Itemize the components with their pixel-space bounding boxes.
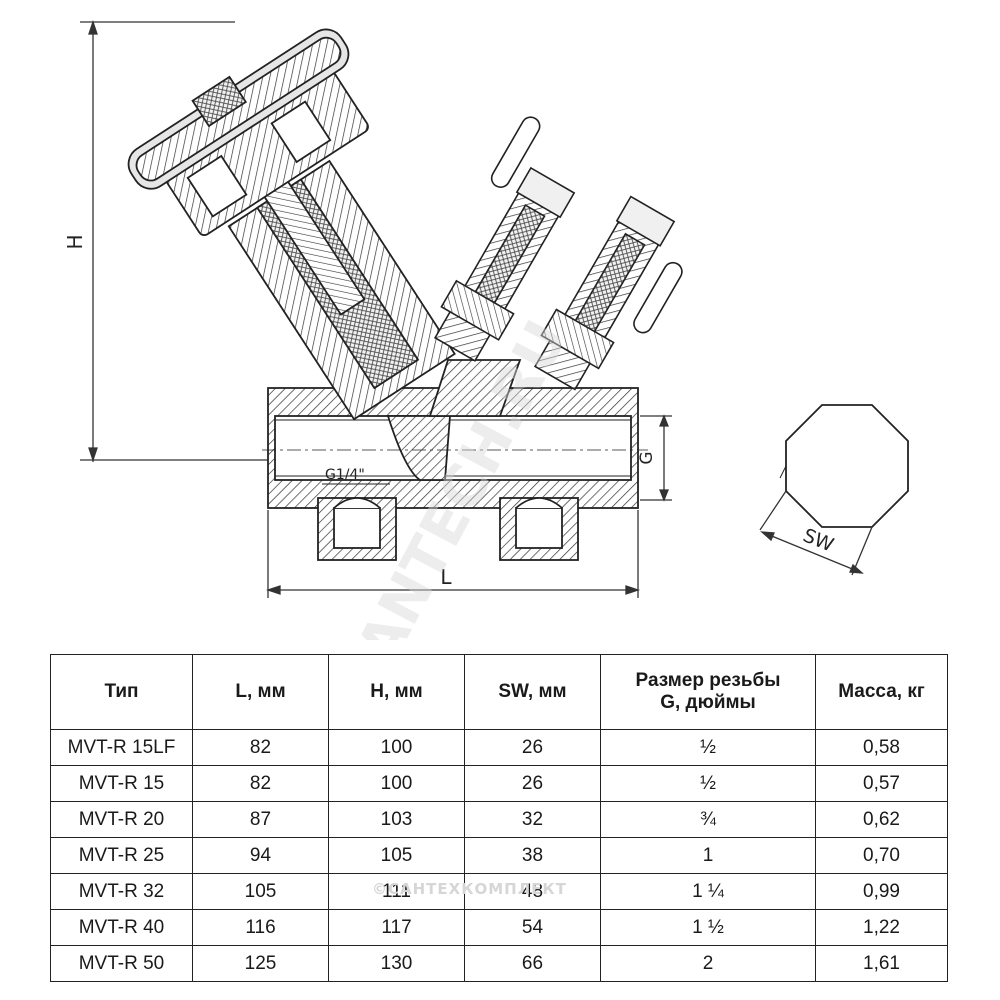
cell-type: MVT-R 15 bbox=[50, 765, 193, 802]
test-nipple-left bbox=[433, 116, 576, 362]
table-row: MVT-R 20 87 103 32 ¾ 0,62 bbox=[50, 801, 948, 838]
test-nipple-right bbox=[533, 195, 683, 391]
cell-type: MVT-R 20 bbox=[50, 801, 193, 838]
table-row: MVT-R 25 94 105 38 1 0,70 bbox=[50, 837, 948, 874]
cell-type: MVT-R 15LF bbox=[50, 729, 193, 766]
header-wrench-size: SW, мм bbox=[464, 654, 601, 730]
cell-length: 82 bbox=[192, 765, 329, 802]
wrench-label: SW bbox=[800, 524, 837, 556]
length-dimension bbox=[265, 510, 641, 598]
specifications-table: Тип L, мм H, мм SW, мм Размер резьбы G, … bbox=[50, 654, 948, 982]
cell-type: MVT-R 50 bbox=[50, 945, 193, 982]
table-header-row: Тип L, мм H, мм SW, мм Размер резьбы G, … bbox=[50, 654, 948, 730]
header-thread-size: Размер резьбы G, дюймы bbox=[600, 654, 816, 730]
cell-length: 94 bbox=[192, 837, 329, 874]
valve-body bbox=[262, 359, 648, 561]
wrench-dimension bbox=[759, 490, 873, 576]
height-label: H bbox=[63, 234, 87, 249]
cell-mass: 0,58 bbox=[815, 729, 948, 766]
cell-mass: 0,70 bbox=[815, 837, 948, 874]
table-row: MVT-R 40 116 117 54 1 ½ 1,22 bbox=[50, 909, 948, 946]
wrench-flat-octagon bbox=[779, 404, 909, 528]
cell-length: 87 bbox=[192, 801, 329, 838]
cell-length: 82 bbox=[192, 729, 329, 766]
cell-mass: 0,62 bbox=[815, 801, 948, 838]
thread-dimension bbox=[640, 414, 672, 502]
thread-label: G bbox=[637, 451, 657, 464]
cell-wrench-size: 66 bbox=[464, 945, 601, 982]
cell-height: 103 bbox=[328, 801, 465, 838]
cell-mass: 0,57 bbox=[815, 765, 948, 802]
cell-thread-size: ½ bbox=[600, 729, 816, 766]
cell-thread-size: 1 bbox=[600, 837, 816, 874]
table-row: MVT-R 15LF 82 100 26 ½ 0,58 bbox=[50, 729, 948, 766]
cell-wrench-size: 26 bbox=[464, 765, 601, 802]
height-dimension bbox=[80, 19, 275, 463]
length-label: L bbox=[440, 565, 452, 589]
cell-type: MVT-R 25 bbox=[50, 837, 193, 874]
valve-technical-drawing: H bbox=[63, 19, 909, 640]
cell-wrench-size: 48 bbox=[464, 873, 601, 910]
header-mass: Масса, кг bbox=[815, 654, 948, 730]
cell-mass: 1,22 bbox=[815, 909, 948, 946]
cell-thread-size: 1 ¼ bbox=[600, 873, 816, 910]
table-row: MVT-R 50 125 130 66 2 1,61 bbox=[50, 945, 948, 982]
cell-height: 100 bbox=[328, 729, 465, 766]
table-row: MVT-R 32 105 111 48 1 ¼ 0,99 bbox=[50, 873, 948, 910]
header-height: H, мм bbox=[328, 654, 465, 730]
cell-length: 125 bbox=[192, 945, 329, 982]
header-type: Тип bbox=[50, 654, 193, 730]
cell-mass: 1,61 bbox=[815, 945, 948, 982]
cell-height: 130 bbox=[328, 945, 465, 982]
cell-mass: 0,99 bbox=[815, 873, 948, 910]
handwheel-assembly bbox=[127, 28, 456, 421]
cell-height: 100 bbox=[328, 765, 465, 802]
port-thread-label: G1/4" bbox=[325, 467, 365, 483]
cell-length: 116 bbox=[192, 909, 329, 946]
header-length: L, мм bbox=[192, 654, 329, 730]
cell-thread-size: 2 bbox=[600, 945, 816, 982]
cell-height: 117 bbox=[328, 909, 465, 946]
cell-length: 105 bbox=[192, 873, 329, 910]
cell-wrench-size: 54 bbox=[464, 909, 601, 946]
cell-height: 111 bbox=[328, 873, 465, 910]
cell-wrench-size: 32 bbox=[464, 801, 601, 838]
cell-thread-size: 1 ½ bbox=[600, 909, 816, 946]
cell-type: MVT-R 32 bbox=[50, 873, 193, 910]
cell-thread-size: ¾ bbox=[600, 801, 816, 838]
cell-height: 105 bbox=[328, 837, 465, 874]
table-row: MVT-R 15 82 100 26 ½ 0,57 bbox=[50, 765, 948, 802]
cell-thread-size: ½ bbox=[600, 765, 816, 802]
cell-type: MVT-R 40 bbox=[50, 909, 193, 946]
cell-wrench-size: 38 bbox=[464, 837, 601, 874]
cell-wrench-size: 26 bbox=[464, 729, 601, 766]
